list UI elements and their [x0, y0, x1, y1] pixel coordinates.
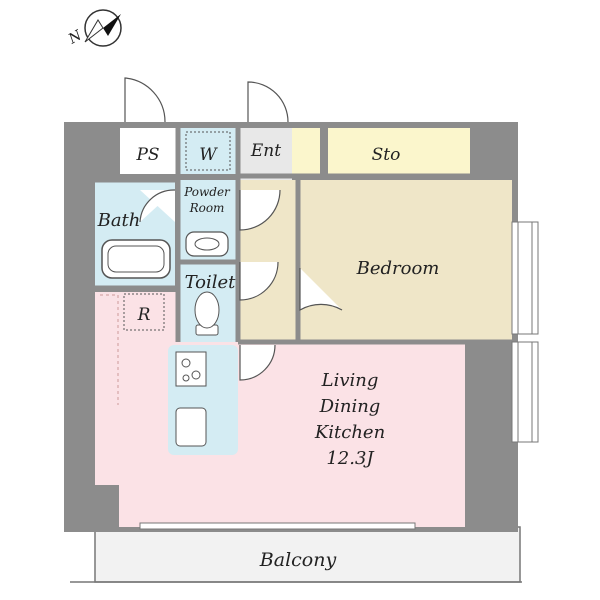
compass-icon	[84, 9, 122, 47]
room-label-ldk-3: Kitchen	[314, 422, 385, 443]
room-label-ldk-2: Dining	[319, 396, 381, 417]
sto-floor	[328, 128, 470, 174]
room-label-ldk-1: Living	[321, 370, 379, 391]
room-label-powder-2: Room	[189, 201, 225, 215]
balcony-area	[94, 526, 521, 583]
room-label-powder-1: Powder	[183, 185, 231, 199]
bedroom-window	[511, 221, 539, 335]
stove-icon	[175, 351, 207, 387]
room-label-w: W	[199, 145, 218, 165]
room-label-bedroom: Bedroom	[356, 258, 440, 279]
w-floor	[180, 128, 236, 174]
sink-icon	[185, 231, 229, 257]
room-label-balcony: Balcony	[259, 549, 337, 571]
room-label-ps: PS	[135, 145, 159, 165]
compass-north-label: N	[65, 27, 85, 48]
room-label-bath: Bath	[97, 210, 141, 231]
ldk-window	[511, 341, 539, 443]
ent-closet-floor	[292, 128, 320, 174]
toilet-icon	[194, 291, 220, 336]
interior-doors	[139, 189, 343, 381]
pillar-bottom-right	[465, 480, 518, 532]
kitchen-sink-icon	[175, 407, 207, 447]
r-outline	[123, 293, 165, 331]
outer-doors	[124, 77, 289, 123]
bedroom-floor	[298, 180, 512, 340]
room-label-ldk-size: 12.3J	[326, 448, 375, 469]
ent-floor	[240, 128, 292, 180]
room-label-r: R	[137, 305, 151, 325]
balcony-window	[139, 522, 416, 530]
w-outline	[185, 131, 231, 171]
room-label-ent: Ent	[250, 141, 281, 161]
room-label-toilet: Toilet	[185, 272, 237, 293]
ps-floor	[120, 128, 176, 174]
bathtub-icon	[101, 239, 171, 279]
pillar-bottom-left	[64, 485, 119, 532]
room-label-sto: Sto	[372, 145, 401, 165]
partition-walls	[95, 126, 512, 345]
